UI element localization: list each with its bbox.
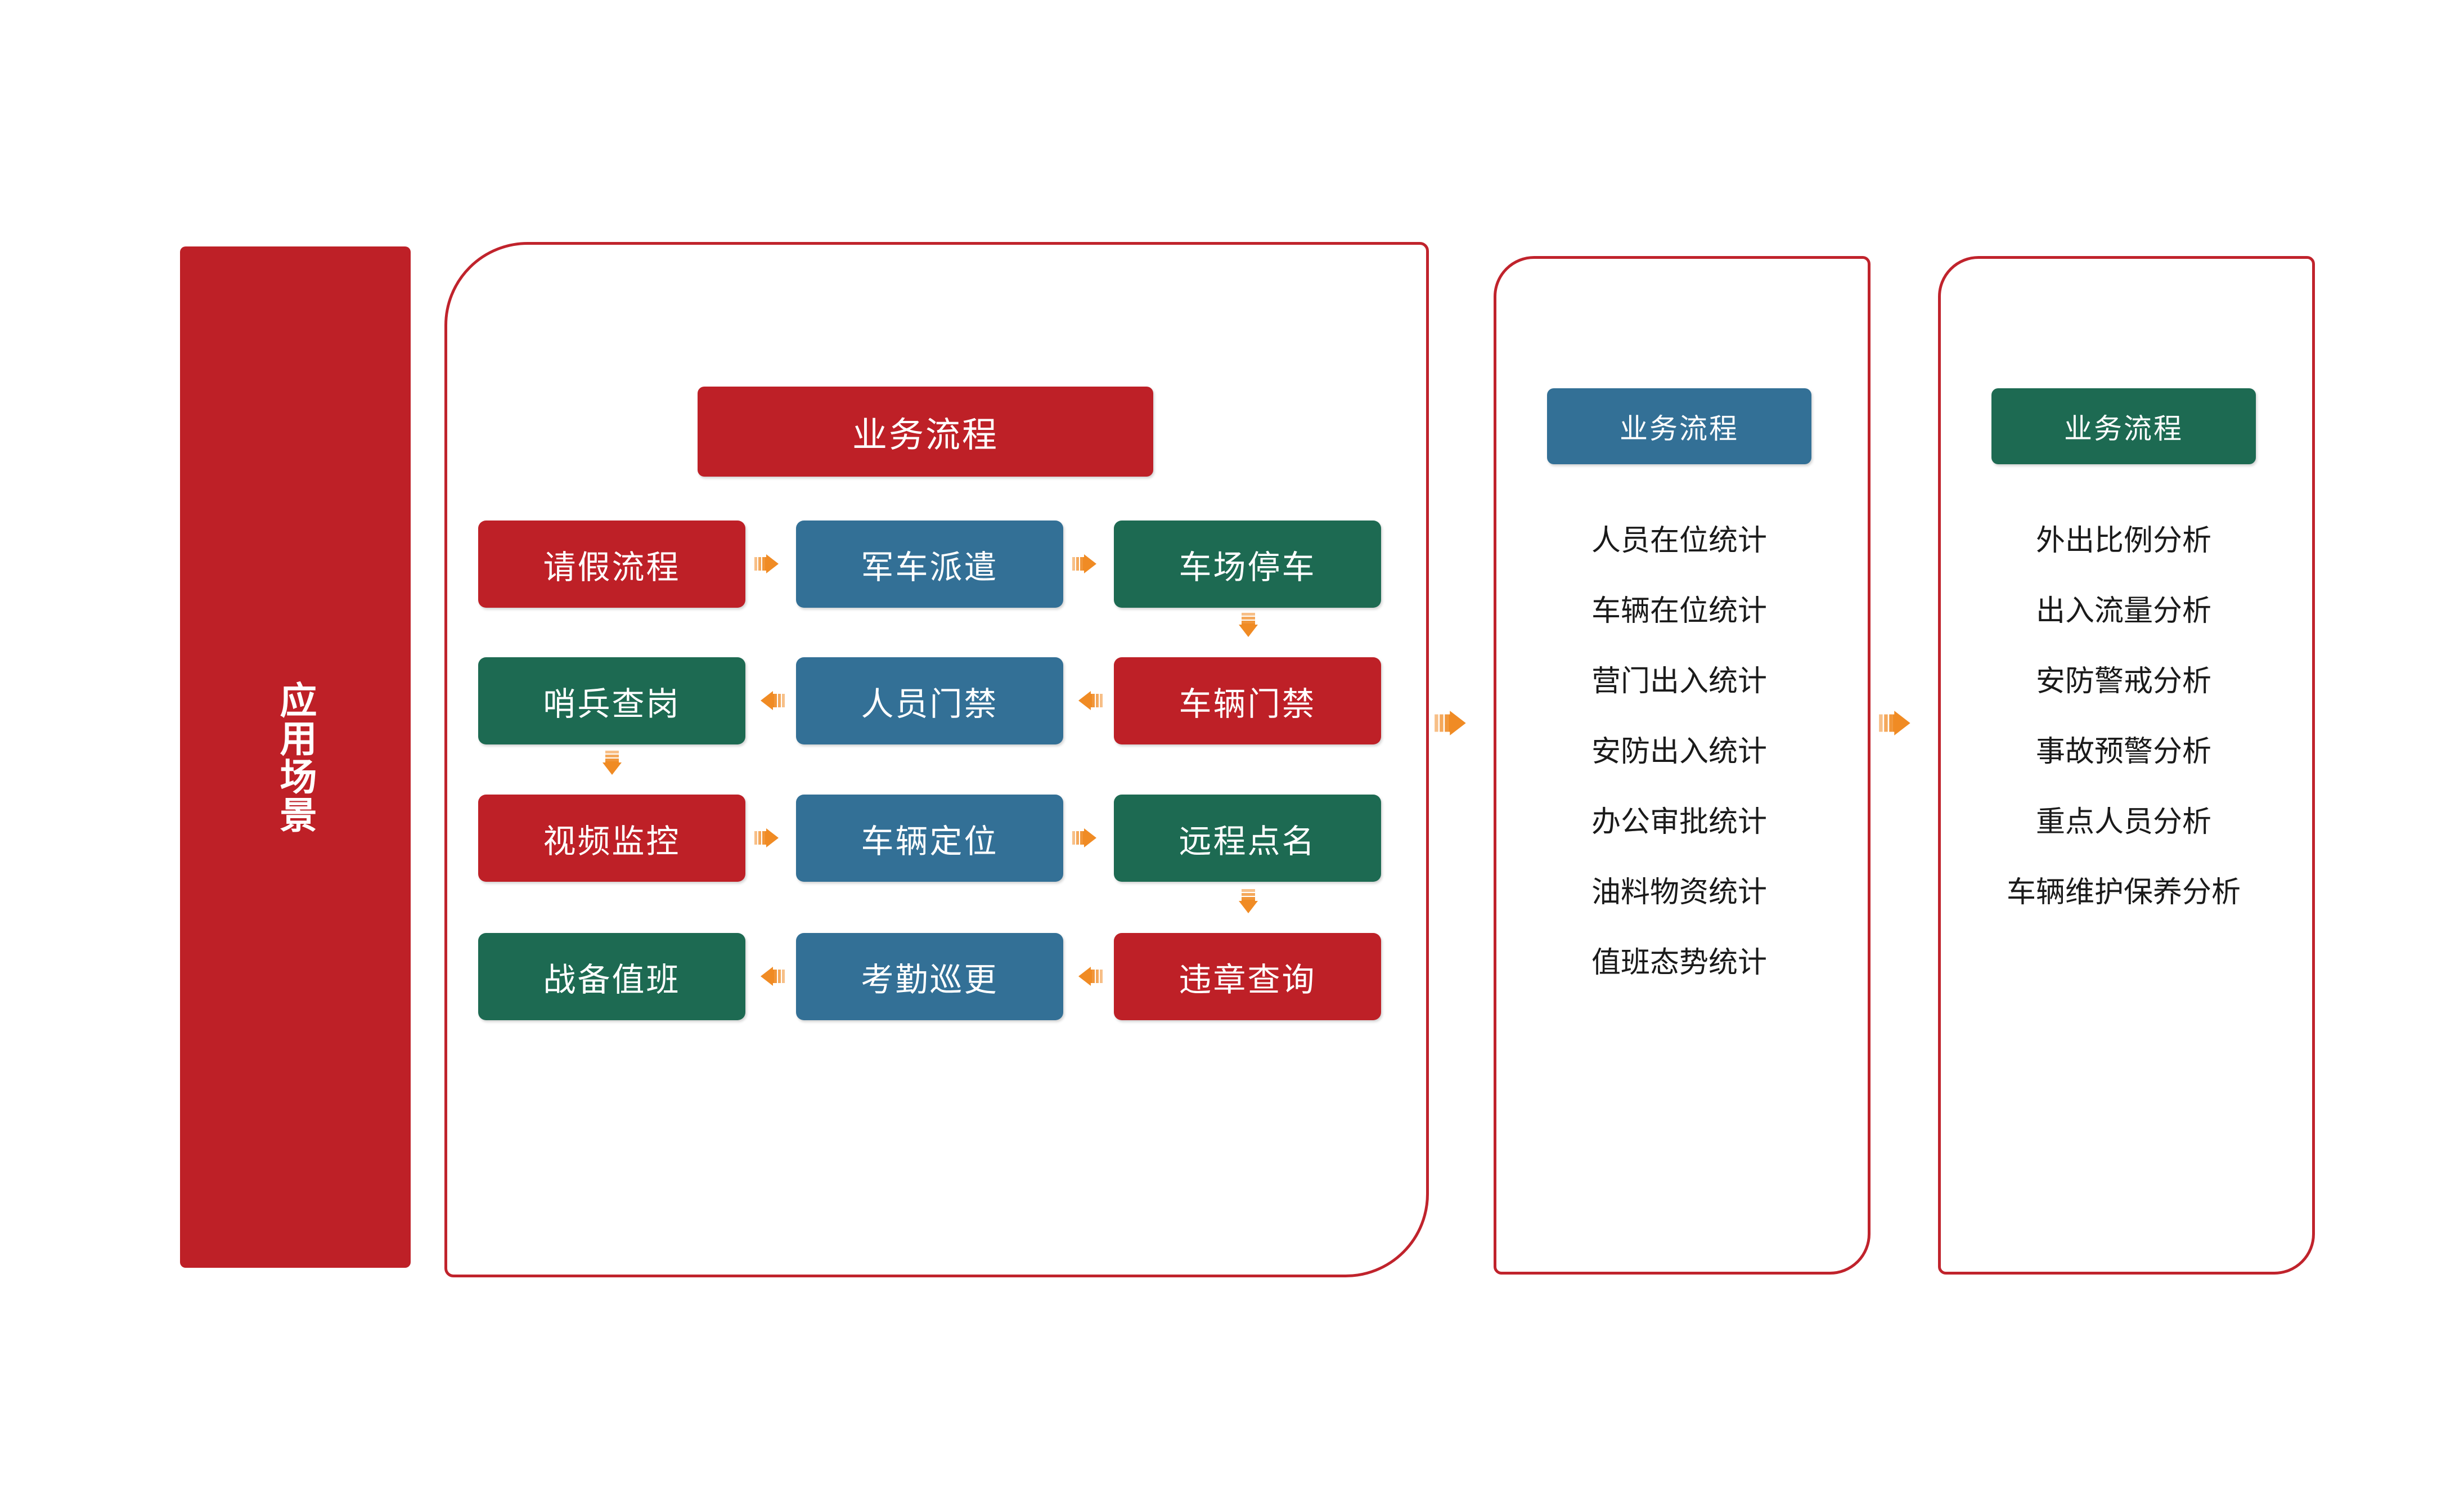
analysis-panel-header: 业务流程 [1991, 388, 2256, 464]
list-item[interactable]: 出入流量分析 [2035, 595, 2211, 627]
statistics-panel-header: 业务流程 [1547, 388, 1811, 464]
arrow-right-icon [754, 828, 779, 847]
flow-node-personnel-access[interactable]: 人员门禁 [796, 657, 1063, 744]
flow-node-parking-lot[interactable]: 车场停车 [1114, 521, 1381, 608]
flow-node-attendance-patrol[interactable]: 考勤巡更 [796, 933, 1063, 1020]
flow-node-label: 视频监控 [543, 823, 681, 860]
flow-node-label: 人员门禁 [861, 685, 999, 723]
flow-node-label: 车辆门禁 [1179, 685, 1316, 723]
list-item[interactable]: 油料物资统计 [1591, 876, 1767, 909]
arrow-left-icon [761, 691, 785, 710]
arrow-right-icon [754, 554, 779, 573]
flow-node-label: 车辆定位 [861, 823, 999, 860]
arrow-down-icon [1239, 613, 1258, 637]
list-item[interactable]: 值班态势统计 [1591, 946, 1767, 979]
flow-node-sentry-check[interactable]: 哨兵查岗 [478, 657, 745, 744]
arrow-right-icon [1072, 828, 1096, 847]
arrow-left-icon [1078, 691, 1103, 710]
statistics-panel-header-label: 业务流程 [1620, 412, 1739, 445]
list-item[interactable]: 车辆维护保养分析 [2006, 876, 2241, 909]
arrow-left-icon [761, 967, 785, 986]
flow-node-military-vehicle-dispatch[interactable]: 军车派遣 [796, 521, 1063, 608]
flow-node-leave-process[interactable]: 请假流程 [478, 521, 745, 608]
list-item[interactable]: 安防出入统计 [1591, 735, 1767, 768]
arrow-down-icon [1239, 889, 1258, 913]
list-item[interactable]: 事故预警分析 [2035, 735, 2211, 768]
list-item[interactable]: 重点人员分析 [2035, 806, 2211, 838]
arrow-left-icon [1078, 967, 1103, 986]
list-item[interactable]: 办公审批统计 [1591, 806, 1767, 838]
flow-node-violation-query[interactable]: 违章查询 [1114, 933, 1381, 1020]
flow-node-vehicle-access[interactable]: 车辆门禁 [1114, 657, 1381, 744]
flow-node-label: 哨兵查岗 [543, 685, 681, 723]
arrow-down-icon [602, 751, 622, 775]
flow-node-label: 请假流程 [543, 549, 681, 586]
business-flow-header-label: 业务流程 [852, 416, 999, 455]
list-item[interactable]: 外出比例分析 [2035, 524, 2211, 557]
statistics-list: 人员在位统计 车辆在位统计 营门出入统计 安防出入统计 办公审批统计 油料物资统… [1494, 526, 1865, 1019]
flow-node-vehicle-positioning[interactable]: 车辆定位 [796, 795, 1063, 882]
analysis-list: 外出比例分析 出入流量分析 安防警戒分析 事故预警分析 重点人员分析 车辆维护保… [1938, 526, 2309, 948]
flow-node-combat-readiness-duty[interactable]: 战备值班 [478, 933, 745, 1020]
list-item[interactable]: 人员在位统计 [1591, 524, 1767, 557]
list-item[interactable]: 安防警戒分析 [2035, 665, 2211, 698]
flow-node-label: 考勤巡更 [861, 961, 999, 998]
arrow-right-icon [1879, 711, 1910, 735]
analysis-panel-header-label: 业务流程 [2064, 412, 2183, 445]
flow-node-label: 车场停车 [1179, 549, 1316, 586]
flow-node-label: 违章查询 [1179, 961, 1316, 998]
flow-node-remote-rollcall[interactable]: 远程点名 [1114, 795, 1381, 882]
list-item[interactable]: 车辆在位统计 [1591, 595, 1767, 627]
arrow-right-icon [1435, 711, 1466, 735]
application-scenario-bar: 应用场景 [180, 246, 411, 1268]
application-scenario-label: 应用场景 [275, 680, 317, 834]
flow-node-video-surveillance[interactable]: 视频监控 [478, 795, 745, 882]
business-flow-header: 业务流程 [698, 387, 1153, 477]
flow-node-label: 战备值班 [543, 961, 681, 998]
flow-node-label: 远程点名 [1179, 823, 1316, 860]
arrow-right-icon [1072, 554, 1096, 573]
flow-node-label: 军车派遣 [861, 549, 999, 586]
list-item[interactable]: 营门出入统计 [1591, 665, 1767, 698]
